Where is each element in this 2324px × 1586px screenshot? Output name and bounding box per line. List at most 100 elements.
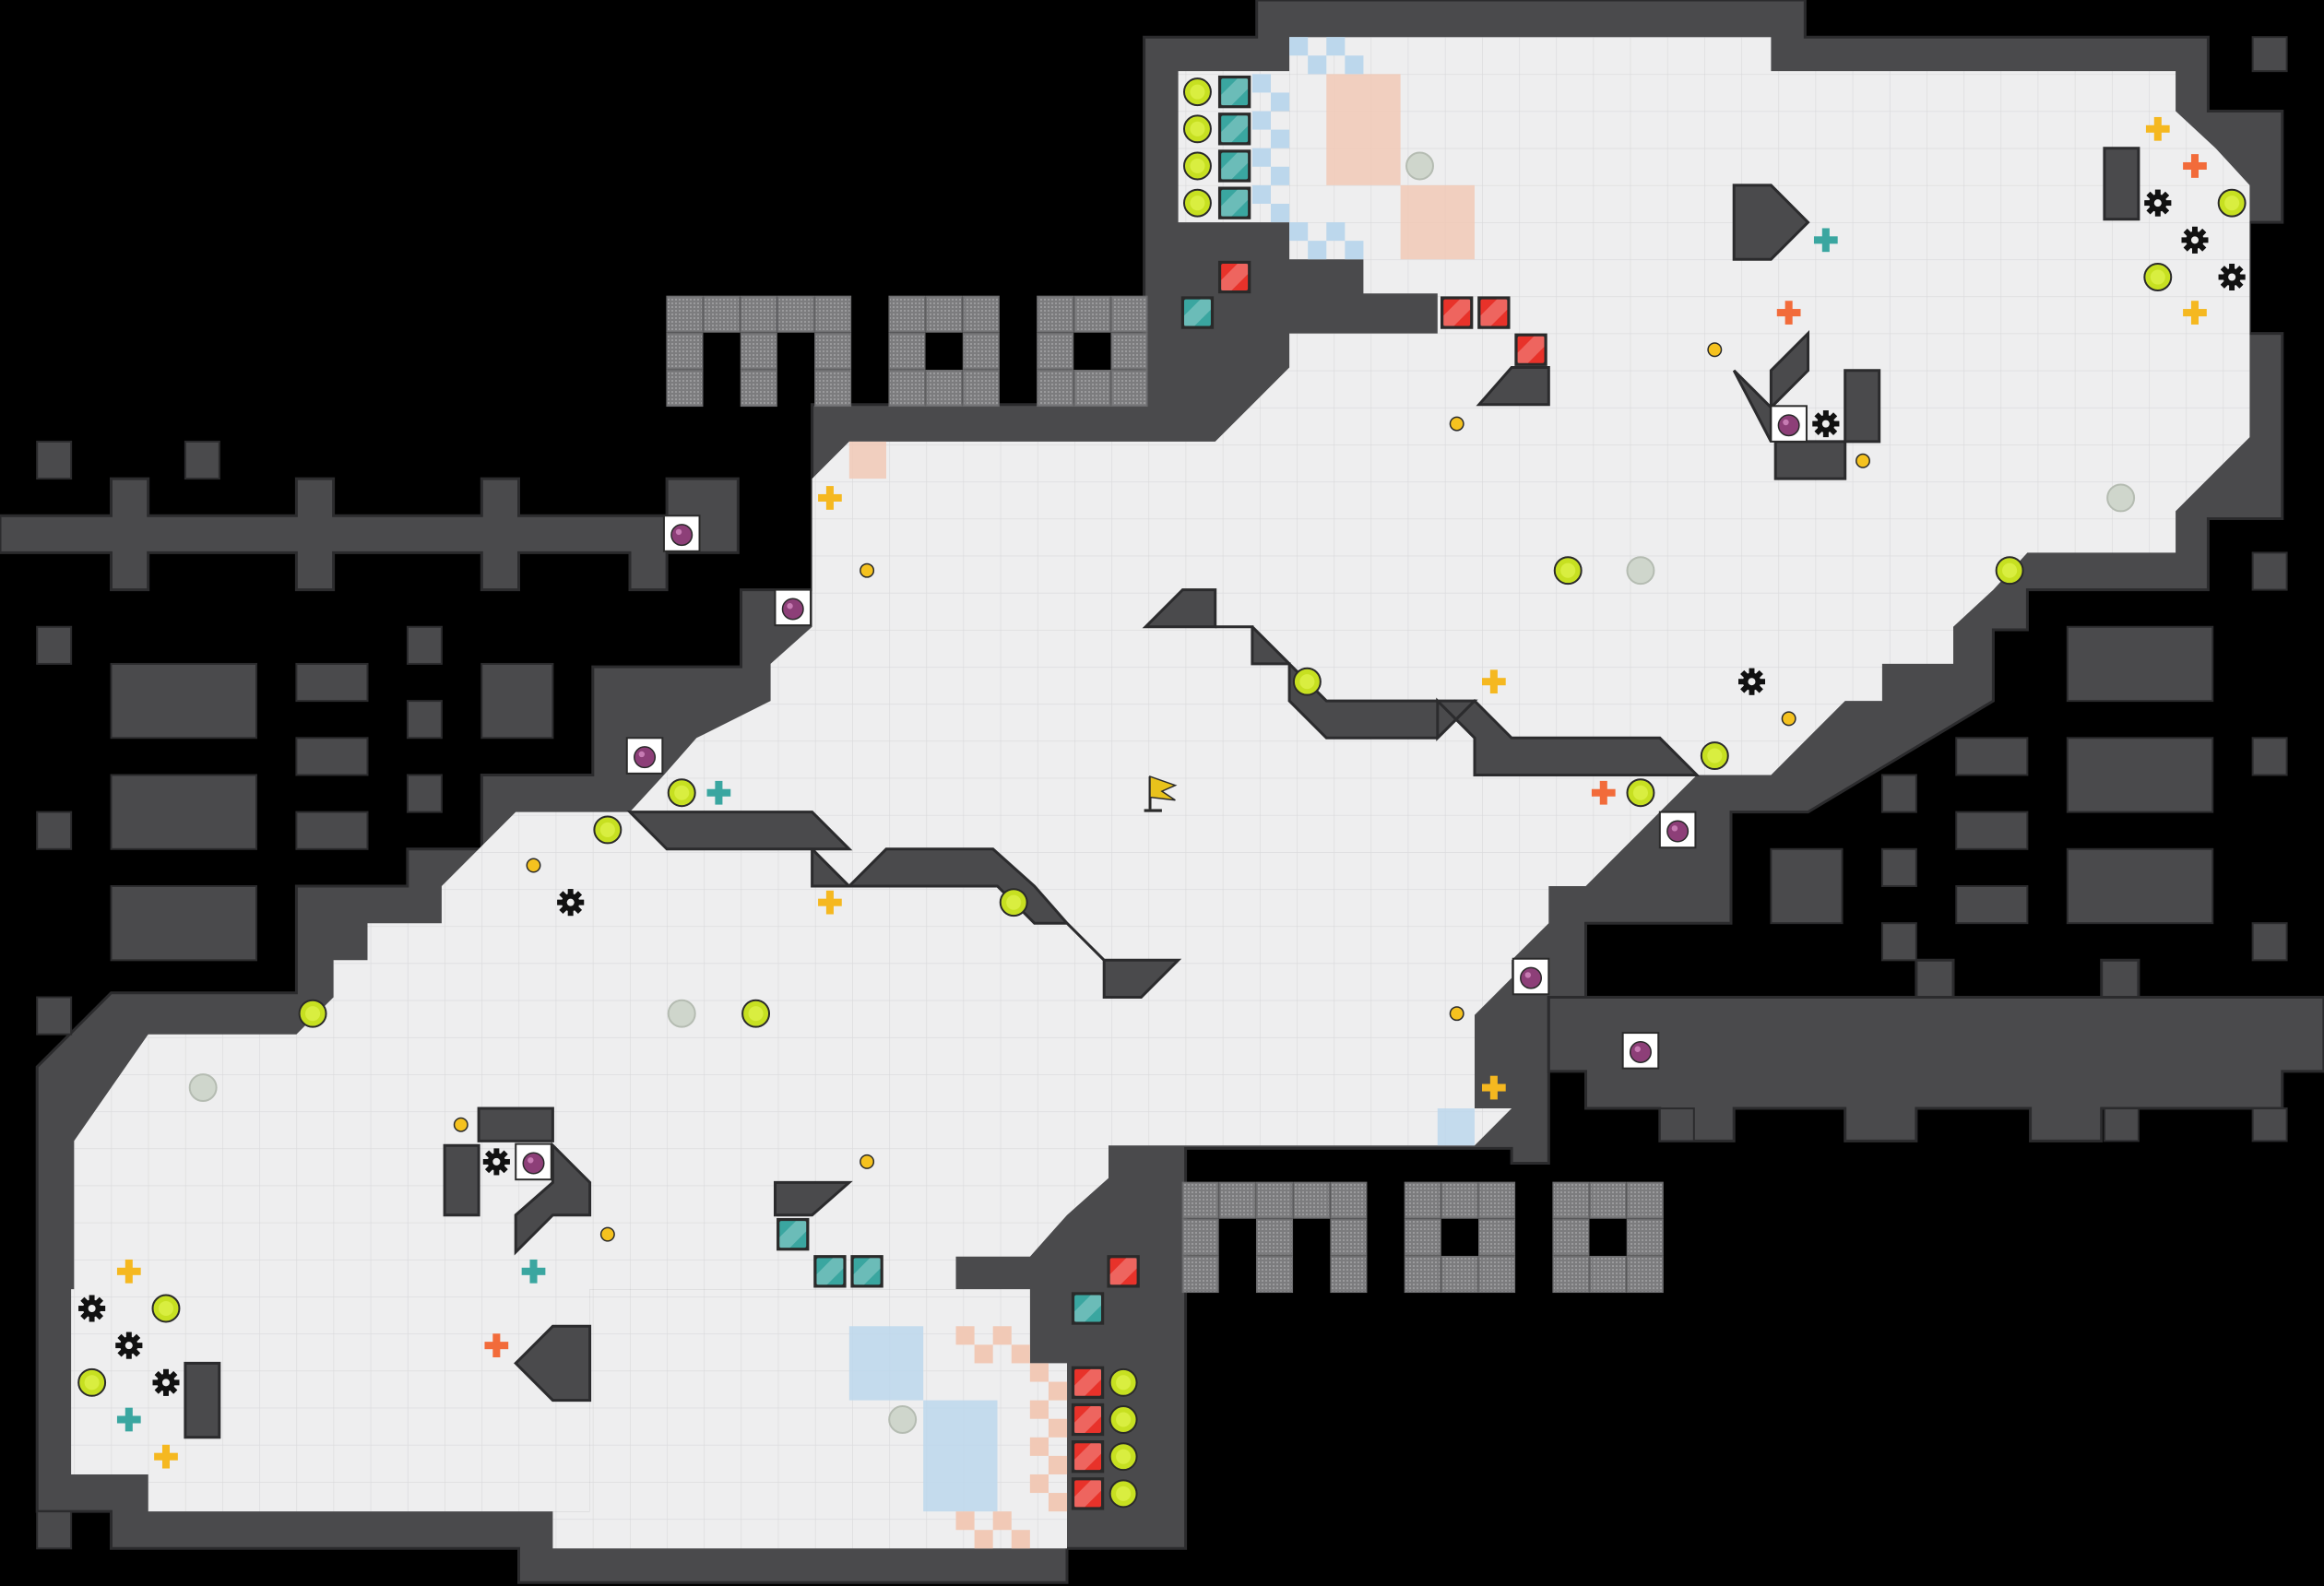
purple-pot-icon[interactable] (774, 588, 812, 627)
lime-orb-icon[interactable] (77, 1367, 107, 1397)
gear-icon[interactable] (482, 1148, 510, 1176)
teal-crate-icon[interactable] (1180, 296, 1215, 329)
checker-tile (1271, 92, 1290, 112)
yellow-plus-icon[interactable] (1482, 669, 1506, 694)
lime-orb-icon[interactable] (1626, 778, 1655, 808)
gear-icon[interactable] (2218, 264, 2246, 290)
gear-icon[interactable] (152, 1368, 180, 1396)
lime-orb-icon[interactable] (1182, 114, 1212, 144)
lime-orb-icon[interactable] (298, 999, 327, 1028)
grey-orb-icon[interactable] (2106, 483, 2136, 513)
colored-floor-tile (923, 1400, 998, 1512)
red-crate-icon[interactable] (1071, 1366, 1105, 1400)
red-crate-icon[interactable] (1217, 260, 1251, 294)
gear-icon[interactable] (1812, 410, 1840, 438)
grey-orb-icon[interactable] (667, 999, 696, 1028)
wall-block (2066, 847, 2214, 925)
gold-coin-icon[interactable] (599, 1226, 615, 1242)
gear-icon[interactable] (1738, 668, 1765, 695)
purple-pot-icon[interactable] (1621, 1032, 1660, 1070)
lime-orb-icon[interactable] (741, 999, 771, 1028)
gold-coin-icon[interactable] (1449, 416, 1464, 432)
red-crate-icon[interactable] (1514, 333, 1547, 366)
checker-tile (1326, 222, 1346, 242)
grey-orb-icon[interactable] (188, 1073, 218, 1103)
lime-orb-icon[interactable] (999, 888, 1028, 917)
lime-orb-icon[interactable] (1109, 1367, 1138, 1397)
purple-pot-icon[interactable] (515, 1142, 552, 1181)
yellow-plus-icon[interactable] (818, 486, 842, 510)
item-layer[interactable] (77, 75, 2247, 1510)
purple-pot-icon[interactable] (625, 737, 664, 775)
lime-orb-icon[interactable] (1700, 741, 1729, 771)
lime-orb-icon[interactable] (1182, 77, 1212, 107)
gold-coin-icon[interactable] (526, 858, 541, 873)
orange-plus-icon[interactable] (1591, 780, 1616, 805)
purple-pot-icon[interactable] (1512, 957, 1550, 996)
flag-icon[interactable] (1144, 775, 1178, 812)
teal-crate-icon[interactable] (1217, 112, 1251, 146)
purple-pot-icon[interactable] (662, 515, 701, 552)
gear-icon[interactable] (557, 889, 585, 917)
grey-orb-icon[interactable] (1626, 556, 1655, 586)
red-crate-icon[interactable] (1071, 1403, 1105, 1437)
orange-plus-icon[interactable] (484, 1333, 509, 1358)
orange-plus-icon[interactable] (2183, 154, 2207, 178)
gold-coin-icon[interactable] (1707, 342, 1723, 358)
red-crate-icon[interactable] (1071, 1477, 1105, 1510)
lime-orb-icon[interactable] (1995, 556, 2024, 586)
lime-orb-icon[interactable] (1109, 1479, 1138, 1509)
lime-orb-icon[interactable] (2217, 188, 2247, 218)
teal-crate-icon[interactable] (1071, 1292, 1105, 1325)
teal-plus-icon[interactable] (1813, 228, 1838, 253)
lime-orb-icon[interactable] (1182, 151, 1212, 181)
lime-orb-icon[interactable] (1109, 1442, 1138, 1472)
gear-icon[interactable] (78, 1295, 106, 1322)
purple-pot-icon[interactable] (1658, 811, 1697, 849)
purple-pot-icon[interactable] (1770, 405, 1808, 443)
gear-icon[interactable] (2144, 189, 2172, 217)
lime-orb-icon[interactable] (2143, 263, 2173, 291)
teal-crate-icon[interactable] (1217, 75, 1251, 109)
lime-orb-icon[interactable] (593, 815, 622, 845)
yellow-plus-icon[interactable] (2183, 301, 2207, 325)
gear-icon[interactable] (2181, 226, 2209, 254)
gold-coin-icon[interactable] (453, 1117, 468, 1132)
yellow-plus-icon[interactable] (2145, 116, 2170, 141)
gold-coin-icon[interactable] (860, 1154, 875, 1169)
red-crate-icon[interactable] (1477, 296, 1511, 329)
gold-coin-icon[interactable] (1856, 453, 1870, 468)
teal-crate-icon[interactable] (777, 1217, 810, 1251)
teal-crate-icon[interactable] (850, 1255, 883, 1288)
red-crate-icon[interactable] (1071, 1440, 1105, 1474)
lime-orb-icon[interactable] (151, 1294, 181, 1323)
teal-plus-icon[interactable] (706, 780, 731, 805)
lime-orb-icon[interactable] (1553, 556, 1583, 586)
yellow-plus-icon[interactable] (154, 1444, 178, 1469)
orange-plus-icon[interactable] (1776, 301, 1801, 325)
yellow-plus-icon[interactable] (1482, 1075, 1506, 1100)
red-crate-icon[interactable] (1441, 296, 1474, 329)
metal-block (1181, 1181, 1219, 1219)
teal-crate-icon[interactable] (1217, 186, 1251, 219)
teal-crate-icon[interactable] (1217, 149, 1251, 183)
grey-orb-icon[interactable] (888, 1405, 918, 1434)
gold-coin-icon[interactable] (860, 562, 875, 578)
teal-plus-icon[interactable] (521, 1259, 546, 1284)
yellow-plus-icon[interactable] (116, 1259, 141, 1284)
lime-orb-icon[interactable] (1109, 1405, 1138, 1434)
lime-orb-icon[interactable] (1292, 667, 1322, 696)
teal-crate-icon[interactable] (813, 1255, 847, 1288)
colored-floor-tile (1326, 74, 1401, 185)
teal-plus-icon[interactable] (116, 1407, 141, 1432)
lime-orb-icon[interactable] (1182, 188, 1212, 218)
lime-orb-icon[interactable] (667, 778, 696, 808)
grey-orb-icon[interactable] (1405, 151, 1434, 181)
yellow-plus-icon[interactable] (818, 890, 842, 915)
red-crate-icon[interactable] (1107, 1255, 1140, 1288)
gold-coin-icon[interactable] (1449, 1006, 1464, 1022)
gold-coin-icon[interactable] (1781, 711, 1796, 727)
gear-icon[interactable] (115, 1332, 143, 1359)
